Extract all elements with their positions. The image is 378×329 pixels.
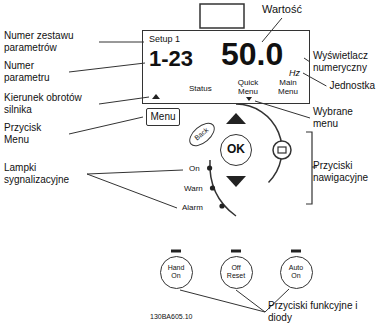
button-label: Auto On	[284, 264, 308, 280]
leader-line	[69, 117, 143, 134]
leader-line	[99, 42, 144, 43]
button-led	[171, 250, 181, 253]
auto-on-button: Auto On	[280, 256, 313, 289]
callout-label: Numer parametru	[4, 60, 66, 84]
button-led	[291, 250, 301, 253]
down-arrow-button	[226, 176, 246, 187]
callout-label: Lampki sygnalizacyjne	[4, 162, 84, 186]
callout-label: Przycisk Menu	[4, 122, 66, 146]
callout-label: Numer zestawu parametrów	[4, 30, 96, 54]
callout-label: Wyświetlacz numeryczny	[313, 50, 375, 74]
led-dot	[207, 165, 212, 170]
up-arrow-button	[226, 113, 246, 124]
button-label: OK	[227, 143, 245, 157]
leader-line	[87, 174, 177, 208]
callout-label: Przyciski nawigacyjne	[313, 160, 375, 184]
right-button-icon	[278, 147, 286, 153]
direction-indicator	[152, 94, 160, 99]
button-label: Back	[193, 126, 210, 142]
button-label: Off Reset	[224, 264, 248, 280]
menu-name: Status	[189, 85, 212, 94]
menu-button: Menu	[146, 108, 180, 126]
leader-line	[236, 290, 265, 312]
callout-label: Wartość	[262, 3, 302, 16]
setup-number: Setup 1	[149, 35, 180, 45]
led-label: Warn	[184, 184, 203, 194]
off-reset-button: Off Reset	[220, 256, 253, 289]
leader-line	[303, 73, 326, 86]
button-led	[231, 250, 241, 253]
figure-code: 130BA605.10	[150, 313, 192, 321]
back-button: Back	[185, 118, 219, 150]
led-label: On	[189, 164, 200, 174]
panel-handle	[200, 4, 244, 28]
callout-label: Jednostka	[329, 80, 375, 92]
menu-name: Quick Menu	[231, 79, 265, 97]
callout-label: Wybrane menu	[313, 106, 375, 130]
right-button	[273, 141, 291, 159]
led-dot	[210, 185, 215, 190]
ok-button: OK	[220, 134, 252, 166]
leader-line	[87, 170, 183, 174]
button-label: Menu	[150, 111, 175, 123]
unit-text: Hz	[289, 69, 300, 79]
led-label: Alarm	[182, 203, 203, 213]
hand-on-button: Hand On	[160, 256, 193, 289]
leader-line	[69, 63, 145, 72]
menu-name: Main Menu	[271, 79, 305, 97]
leader-line	[180, 290, 265, 312]
parameter-number: 1-23	[149, 47, 193, 71]
led-curve	[210, 160, 236, 216]
lcd-display: Setup 1 1-23 50.0HzStatus Quick Menu Main Me…	[142, 30, 310, 104]
callout-label: Przyciski funkcyjne i diody	[268, 300, 368, 324]
led-dot	[219, 203, 224, 208]
menu-indicator	[246, 97, 252, 101]
callout-label: Kierunek obrotów silnika	[4, 92, 96, 116]
display-value: 50.0	[221, 37, 283, 72]
button-label: Hand On	[164, 264, 188, 280]
